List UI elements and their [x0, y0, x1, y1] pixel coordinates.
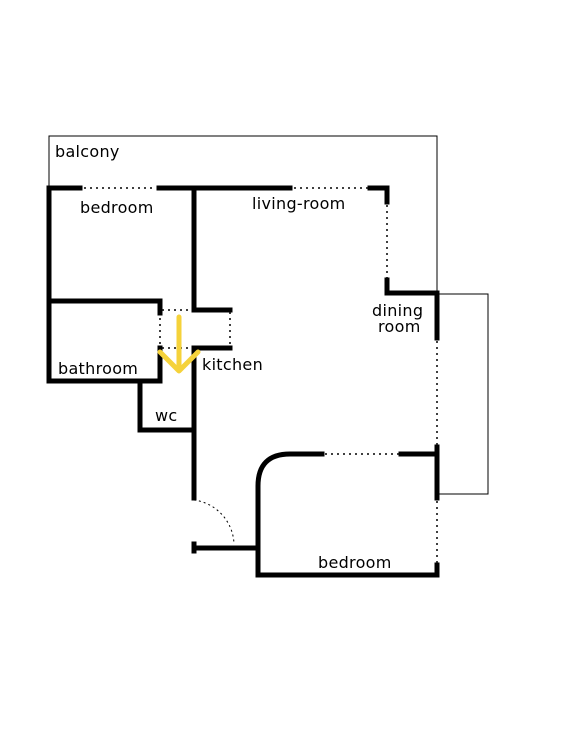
living-room-label: living-room — [252, 194, 346, 213]
dining-room-label-line2: room — [378, 317, 421, 336]
bathroom-label: bathroom — [58, 359, 138, 378]
dining-room-label-line1: dining — [372, 301, 423, 320]
kitchen-label: kitchen — [202, 355, 263, 374]
openings — [84, 187, 438, 563]
side-balcony-outline — [437, 293, 489, 495]
balcony-outline — [48, 135, 438, 293]
wc-label: wc — [155, 406, 177, 425]
entrance-arrow-icon — [157, 314, 201, 374]
bedroom-bottom-label: bedroom — [318, 553, 392, 572]
bedroom-top-label: bedroom — [80, 198, 154, 217]
balcony-label: balcony — [55, 142, 120, 161]
entrance-door — [193, 499, 235, 545]
walls — [46, 185, 440, 578]
